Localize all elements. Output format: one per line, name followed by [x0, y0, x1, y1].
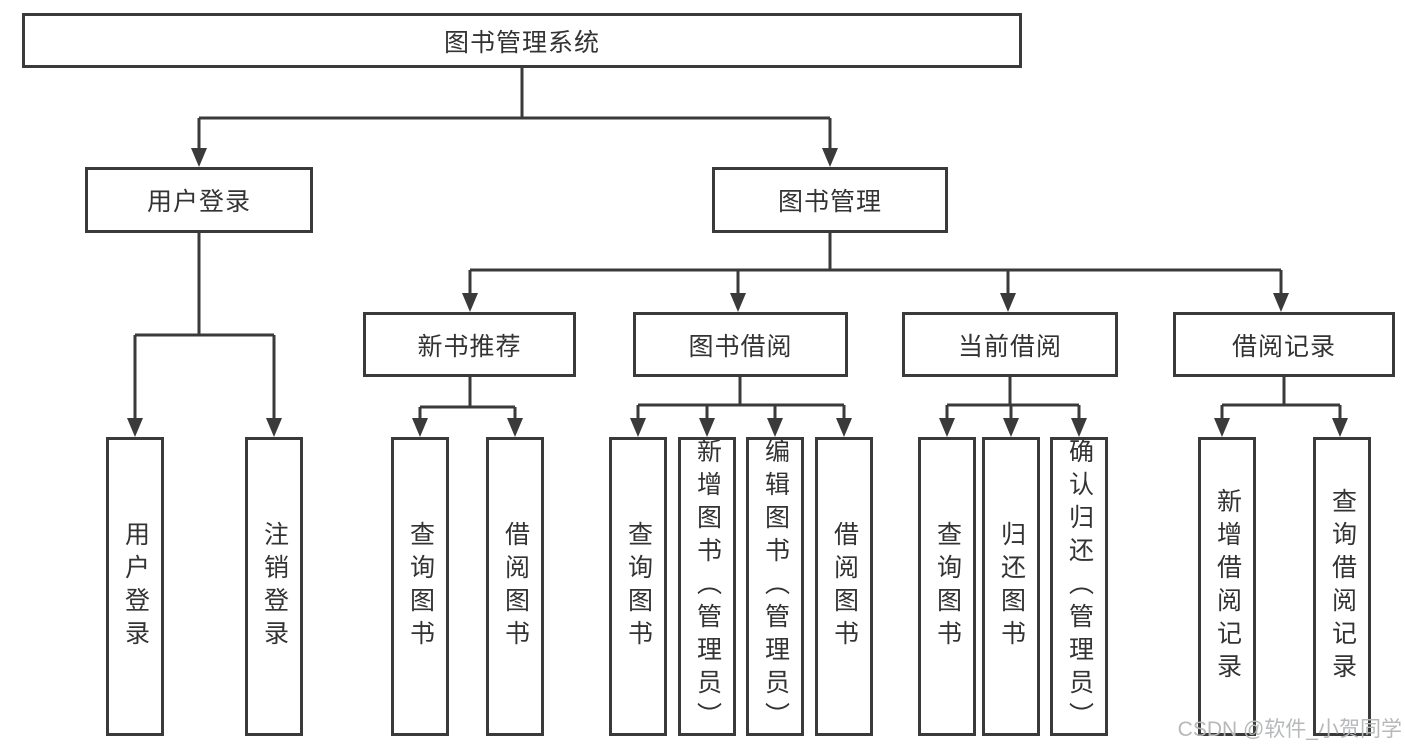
arrow-down-icon: [767, 418, 783, 437]
leaf-query-borrow-record: 查询借阅记录: [1313, 437, 1371, 736]
connector-book-management-children: [462, 233, 1289, 312]
node-library-management-system: 图书管理系统: [22, 13, 1022, 68]
connector-current-borrowing-children: [939, 377, 1087, 437]
leaf-label: 查询图书: [406, 520, 435, 653]
arrow-down-icon: [462, 293, 478, 312]
arrow-down-icon: [730, 293, 746, 312]
leaf-label: 归还图书: [997, 520, 1026, 653]
arrow-down-icon: [1214, 418, 1230, 437]
arrow-down-icon: [1273, 293, 1289, 312]
connector-book-borrowing-children: [630, 377, 852, 437]
arrow-down-icon: [836, 418, 852, 437]
node-label: 图书管理系统: [443, 28, 600, 57]
arrow-down-icon: [191, 148, 207, 167]
leaf-edit-book-admin: 编辑图书（管理员）: [746, 437, 804, 736]
node-borrowing-records: 借阅记录: [1173, 312, 1395, 377]
leaf-label: 注销登录: [260, 520, 289, 653]
arrow-down-icon: [939, 418, 955, 437]
arrow-down-icon: [1071, 418, 1087, 437]
node-label: 当前借阅: [957, 332, 1062, 361]
node-label: 图书借阅: [688, 332, 793, 361]
node-book-management: 图书管理: [712, 167, 948, 233]
leaf-label: 查询图书: [624, 520, 653, 653]
leaf-label: 查询借阅记录: [1328, 487, 1357, 686]
node-book-borrowing: 图书借阅: [633, 312, 848, 377]
node-label: 新书推荐: [417, 332, 522, 361]
arrow-down-icon: [822, 148, 838, 167]
leaf-query-books-current: 查询图书: [918, 437, 976, 736]
leaf-label: 用户登录: [121, 520, 150, 653]
leaf-label: 新增图书（管理员）: [693, 438, 722, 735]
leaf-borrow-books-borrowing: 借阅图书: [815, 437, 873, 736]
leaf-label: 编辑图书（管理员）: [761, 438, 790, 735]
node-label: 用户登录: [146, 188, 251, 216]
node-user-login: 用户登录: [85, 167, 313, 233]
arrow-down-icon: [266, 418, 282, 437]
node-new-book-recommend: 新书推荐: [363, 312, 576, 377]
arrow-down-icon: [699, 418, 715, 437]
connector-borrowing-records-children: [1214, 377, 1348, 437]
leaf-borrow-books-recommend: 借阅图书: [486, 437, 544, 736]
leaf-confirm-return-admin: 确认归还（管理员）: [1050, 437, 1108, 736]
arrow-down-icon: [1332, 418, 1348, 437]
node-current-borrowing: 当前借阅: [902, 312, 1118, 377]
connector-new-book-children: [412, 377, 523, 437]
leaf-return-books: 归还图书: [982, 437, 1040, 736]
connector-root-to-level2: [191, 68, 838, 167]
leaf-label: 确认归还（管理员）: [1065, 438, 1094, 735]
csdn-watermark: CSDN @软件_小贺同学: [1177, 718, 1402, 741]
leaf-logout: 注销登录: [245, 437, 303, 736]
arrow-down-icon: [127, 418, 143, 437]
leaf-label: 借阅图书: [830, 520, 859, 653]
leaf-label: 新增借阅记录: [1213, 487, 1242, 686]
leaf-query-books-borrowing: 查询图书: [609, 437, 667, 736]
arrow-down-icon: [630, 418, 646, 437]
leaf-add-borrow-record: 新增借阅记录: [1198, 437, 1256, 736]
leaf-label: 借阅图书: [501, 520, 530, 653]
leaf-label: 查询图书: [933, 520, 962, 653]
node-label: 图书管理: [777, 188, 882, 216]
leaf-user-login: 用户登录: [106, 437, 164, 736]
arrow-down-icon: [1003, 418, 1019, 437]
arrow-down-icon: [507, 418, 523, 437]
leaf-add-book-admin: 新增图书（管理员）: [678, 437, 736, 736]
leaf-query-books-recommend: 查询图书: [391, 437, 449, 736]
arrow-down-icon: [1000, 293, 1016, 312]
arrow-down-icon: [412, 418, 428, 437]
connector-user-login-children: [127, 233, 282, 437]
node-label: 借阅记录: [1231, 332, 1336, 361]
